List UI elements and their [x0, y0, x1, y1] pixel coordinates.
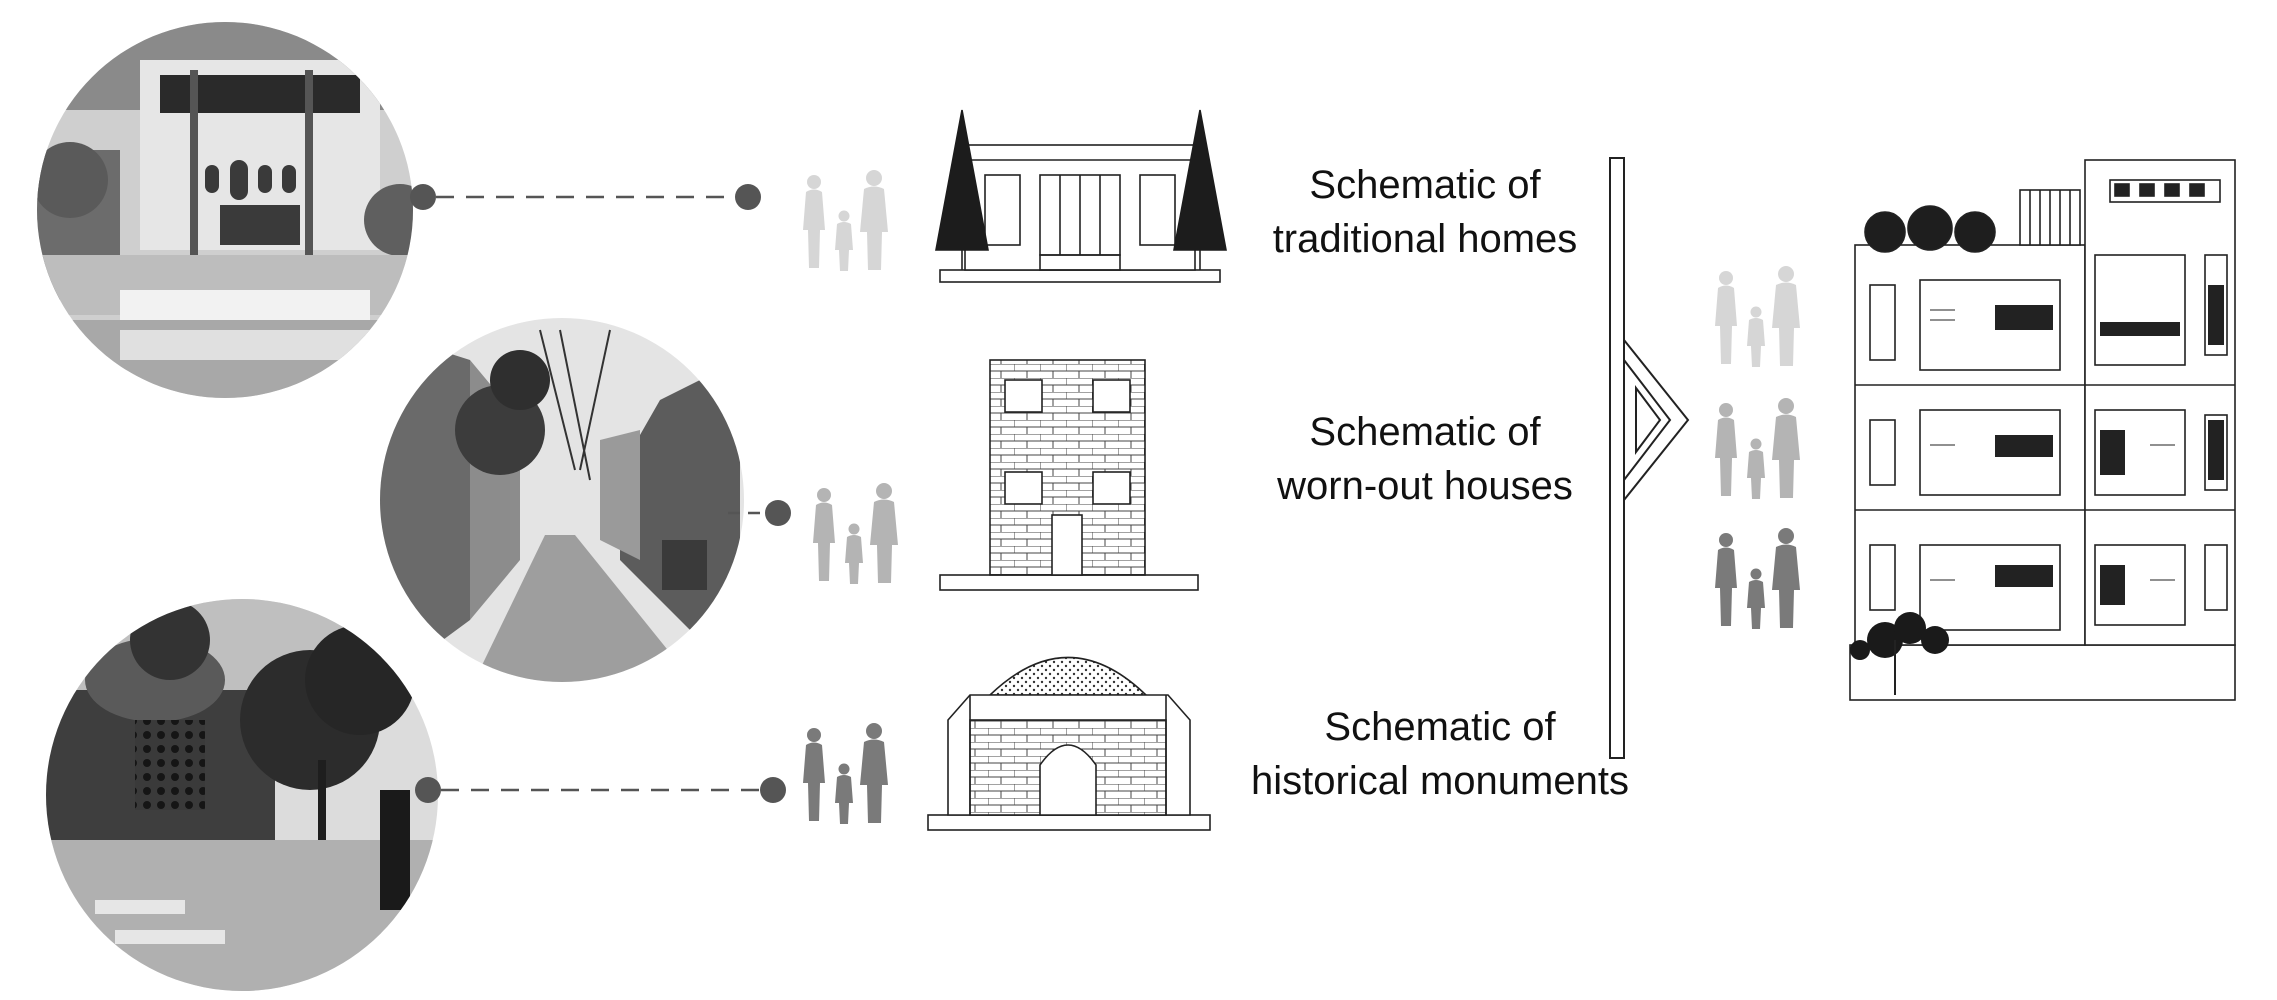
- label-worn-out-line1: Schematic of: [1309, 410, 1541, 454]
- label-historical-monuments: Schematic of historical monuments: [1230, 700, 1650, 808]
- schematic-historical-monument: [927, 656, 1211, 831]
- photo-traditional-home: [37, 22, 413, 398]
- label-worn-out-line2: worn-out houses: [1277, 464, 1573, 508]
- merge-arrow-icon: [1609, 157, 1690, 759]
- photo-historical-monument: [46, 599, 438, 991]
- family-icon-result-1: [1715, 266, 1800, 367]
- schematic-worn-out-house: [939, 359, 1199, 591]
- connector-historical: [415, 777, 786, 803]
- result-apartment-building: [1849, 159, 2236, 701]
- label-historical-line1: Schematic of: [1324, 705, 1556, 749]
- photo-worn-out-alley: [380, 318, 744, 682]
- family-icon-result-3: [1715, 528, 1800, 629]
- label-traditional-homes: Schematic of traditional homes: [1240, 158, 1610, 266]
- label-traditional-line2: traditional homes: [1272, 217, 1578, 261]
- family-icon-traditional: [803, 170, 888, 271]
- connector-traditional: [410, 184, 761, 210]
- label-traditional-line1: Schematic of: [1309, 163, 1541, 207]
- label-worn-out-houses: Schematic of worn-out houses: [1240, 405, 1610, 513]
- connector-worn-out: [728, 500, 791, 526]
- schematic-traditional-home: [935, 109, 1227, 283]
- family-icon-historical: [803, 723, 888, 824]
- family-icon-worn-out: [813, 483, 898, 584]
- label-historical-line2: historical monuments: [1251, 759, 1629, 803]
- family-icon-result-2: [1715, 398, 1800, 499]
